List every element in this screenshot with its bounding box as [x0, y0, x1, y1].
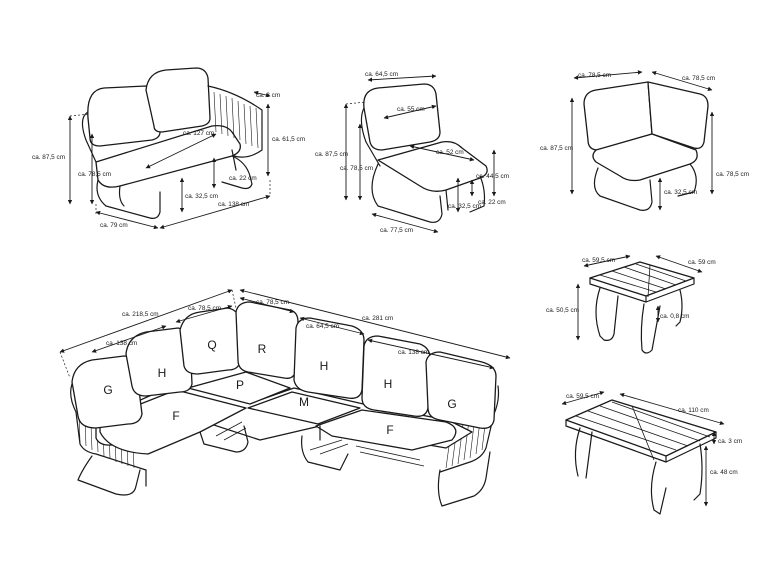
sofa-dim-arm: ca. 3 cm — [256, 92, 280, 99]
corner-dim-back-height: ca. 78,5 cm — [716, 171, 749, 178]
single-dim-width: ca. 64,5 cm — [365, 71, 398, 78]
single-dim-back-height: ca. 78,5 cm — [340, 165, 373, 172]
side-table-drawing: ca. 59,5 cm ca. 59 cm ca. 50,5 cm ca. 0,… — [546, 254, 716, 354]
segment-label-h-middle: H — [320, 359, 329, 373]
lounge-dim-right-sofa: ca. 138 cm — [398, 349, 429, 356]
corner-dim-width-right: ca. 78,5 cm — [682, 75, 715, 82]
single-dim-arm-height: ca. 44,5 cm — [476, 173, 509, 180]
corner-dim-seat-height: ca. 32,5 cm — [664, 189, 697, 196]
lounge-dim-left-total: ca. 218,5 cm — [122, 311, 159, 318]
segment-label-f-right: F — [386, 423, 393, 437]
lounge-dim-corner-right: ca. 78,5 cm — [256, 299, 289, 306]
coffee-table-dim-width: ca. 110 cm — [678, 407, 709, 414]
segment-label-p: P — [236, 378, 244, 392]
sofa-dim-depth: ca. 79 cm — [100, 222, 128, 229]
sofa-dim-seat-width: ca. 127 cm — [183, 130, 214, 137]
lounge-dim-single: ca. 64,5 cm — [306, 323, 339, 330]
sofa-dim-back-height: ca. 78,5 cm — [78, 171, 111, 178]
side-table-dim-depth: ca. 59 cm — [688, 259, 716, 266]
segment-label-r: R — [258, 342, 267, 356]
single-dim-height: ca. 87,5 cm — [315, 151, 348, 158]
lounge-set-drawing: ca. 218,5 cm ca. 138 cm ca. 78,5 cm ca. … — [59, 288, 511, 507]
single-seat-drawing: ca. 64,5 cm ca. 55 cm ca. 87,5 cm ca. 78… — [315, 71, 509, 234]
segment-label-h-right: H — [384, 377, 393, 391]
side-table-dim-top: ca. 0,8 cm — [660, 313, 689, 320]
segment-label-g-right: G — [447, 397, 456, 411]
segment-label-g-left: G — [103, 383, 112, 397]
lounge-dim-left-sofa: ca. 138 cm — [106, 340, 137, 347]
side-table-dim-height: ca. 50,5 cm — [546, 307, 579, 314]
coffee-table-dim-depth: ca. 59,5 cm — [566, 393, 599, 400]
sofa-dim-width: ca. 138 cm — [218, 201, 249, 208]
sofa-dim-height: ca. 87,5 cm — [32, 154, 65, 161]
segment-label-f-left: F — [172, 409, 179, 423]
single-dim-back: ca. 55 cm — [397, 106, 425, 113]
single-dim-cushion: ca. 22 cm — [478, 199, 506, 206]
sofa-drawing: ca. 87,5 cm ca. 78,5 cm ca. 127 cm ca. 3… — [32, 67, 305, 230]
sofa-dim-cushion: ca. 22 cm — [229, 175, 257, 182]
corner-dim-width-left: ca. 78,5 cm — [578, 72, 611, 79]
corner-seat-drawing: ca. 78,5 cm ca. 78,5 cm ca. 87,5 cm ca. … — [540, 70, 749, 211]
segment-label-h-left: H — [158, 366, 167, 380]
corner-dim-height: ca. 87,5 cm — [540, 145, 573, 152]
single-dim-depth: ca. 77,5 cm — [380, 227, 413, 234]
single-dim-seat-height: ca. 32,5 cm — [448, 203, 481, 210]
sofa-dim-seat-height: ca. 32,5 cm — [185, 193, 218, 200]
coffee-table-dim-top: ca. 3 cm — [718, 438, 742, 445]
coffee-table-drawing: ca. 59,5 cm ca. 110 cm ca. 3 cm ca. 48 c… — [561, 390, 742, 515]
lounge-dim-corner-left: ca. 78,5 cm — [188, 305, 221, 312]
segment-label-q: Q — [207, 338, 216, 352]
single-dim-seat: ca. 52 cm — [436, 149, 464, 156]
segment-label-m: M — [299, 395, 309, 409]
coffee-table-dim-height: ca. 48 cm — [710, 469, 738, 476]
sofa-dim-arm-height: ca. 61,5 cm — [272, 136, 305, 143]
lounge-dim-right-total: ca. 281 cm — [362, 315, 393, 322]
side-table-dim-width: ca. 59,5 cm — [582, 257, 615, 264]
